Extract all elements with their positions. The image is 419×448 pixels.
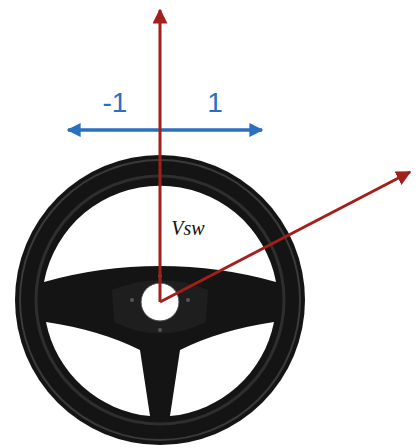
- range-arrow: [68, 128, 262, 132]
- scale-value: -1: [103, 89, 128, 117]
- scale-value: 1: [207, 89, 223, 117]
- reference-arrow: [159, 10, 162, 302]
- variable-name: Vsw: [171, 218, 204, 238]
- angle-arrow: [160, 172, 410, 302]
